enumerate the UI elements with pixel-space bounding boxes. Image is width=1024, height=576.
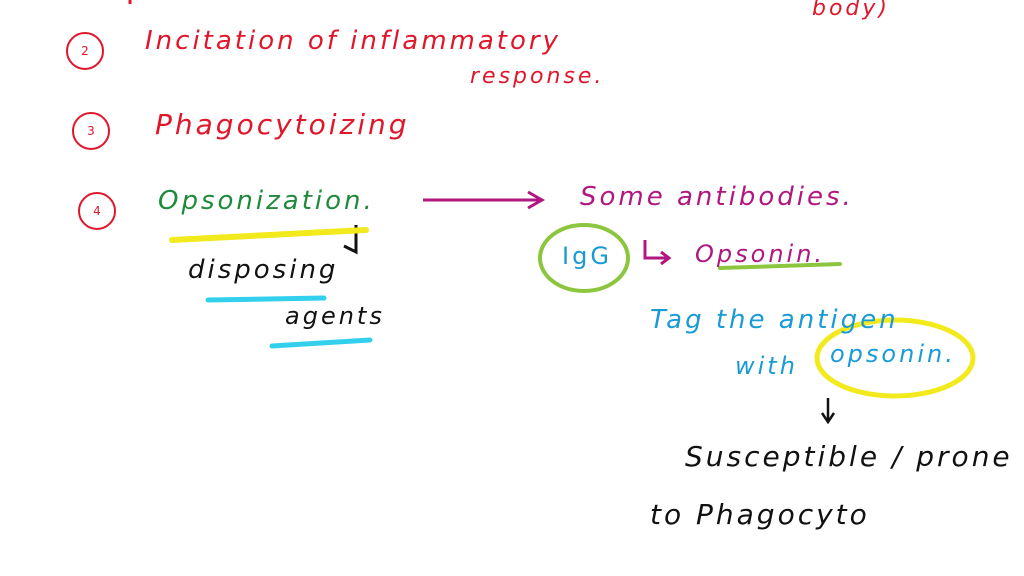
hook-arrow-icon (643, 240, 668, 260)
opsonization-text: Opsonization. (158, 186, 375, 216)
item-number-3: 3 (72, 112, 110, 150)
opsonin-circled-text: opsonin. (830, 340, 956, 368)
arrow-head-icon (527, 190, 546, 210)
some-antibodies-text: Some antibodies. (580, 182, 854, 212)
opsonin-text: Opsonin. (695, 240, 826, 268)
disposing-text: disposing (188, 255, 339, 285)
disposing-arrow-icon (343, 225, 358, 255)
item-2-text: Incitation of inflammatory (145, 26, 561, 56)
result-line-2: to Phagocyto (650, 498, 870, 531)
tag-line-1: Tag the antigen (650, 305, 899, 335)
item-3-text: Phagocytoizing (155, 108, 410, 141)
igg-text: IgG (562, 242, 612, 270)
igg-circle (538, 223, 630, 293)
opsonin-circle (814, 317, 976, 399)
down-arrow-icon (820, 412, 836, 425)
item-2-continuation: response. (470, 64, 605, 89)
item-number-4: 4 (78, 192, 116, 230)
top-fragment-text: body) (812, 0, 890, 21)
agents-text: agents (285, 302, 385, 330)
tag-line-2: with (735, 352, 798, 380)
result-line-1: Susceptible / prone (685, 440, 1013, 473)
item-number-2: 2 (66, 32, 104, 70)
